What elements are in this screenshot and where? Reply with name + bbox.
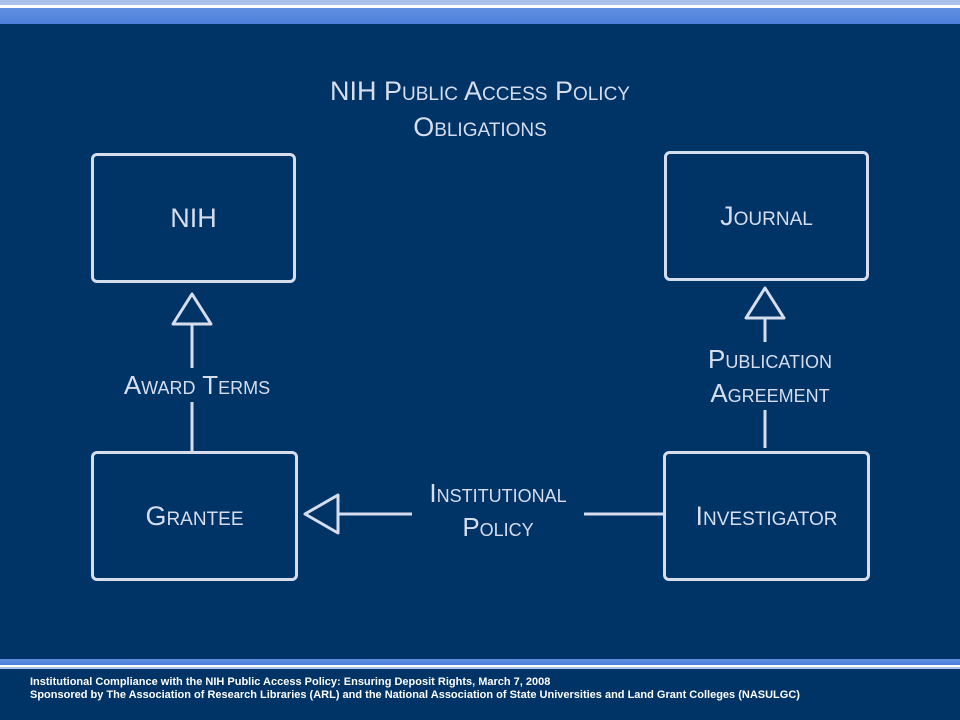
journal-box: Journal <box>664 151 869 281</box>
institutional-policy-arrowhead <box>303 493 340 535</box>
footer-line2: Sponsored by The Association of Research… <box>30 689 800 701</box>
award-terms-label: Award Terms <box>104 368 290 402</box>
bottom-accent-bar <box>0 659 960 669</box>
grantee-box: Grantee <box>91 451 298 581</box>
institutional-policy-label: Institutional Policy <box>412 476 584 544</box>
investigator-box: Investigator <box>663 451 870 581</box>
slide-title-line2: Obligations <box>413 112 547 142</box>
publication-agreement-line2: Agreement <box>710 378 830 408</box>
grantee-label: Grantee <box>145 500 244 531</box>
footer-line1: Institutional Compliance with the NIH Pu… <box>30 676 551 688</box>
top-accent-bar <box>0 0 960 24</box>
publication-agreement-arrowhead <box>744 286 786 320</box>
footer: Institutional Compliance with the NIH Pu… <box>30 676 800 702</box>
publication-agreement-line1: Publication <box>707 344 833 374</box>
investigator-label: Investigator <box>695 500 838 531</box>
journal-label: Journal <box>720 200 813 231</box>
nih-box: NIH <box>91 153 296 283</box>
nih-label: NIH <box>170 202 217 233</box>
slide-title-line1: NIH Public Access Policy <box>330 76 630 106</box>
award-terms-arrowhead <box>171 292 213 326</box>
institutional-policy-line1: Institutional <box>429 478 567 508</box>
institutional-policy-line2: Policy <box>462 512 534 542</box>
publication-agreement-label: Publication Agreement <box>690 342 850 410</box>
